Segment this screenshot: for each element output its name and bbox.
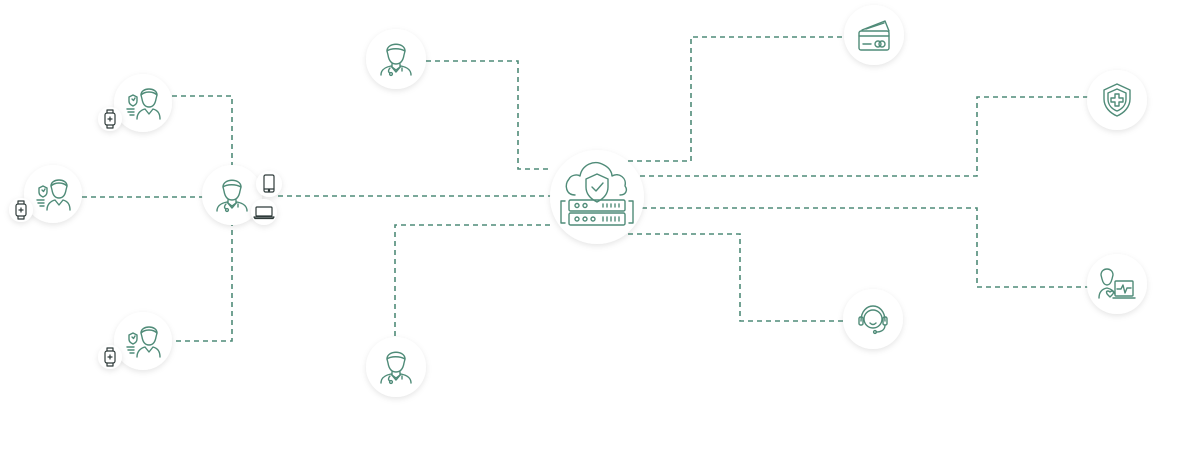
node-phone: [256, 171, 282, 197]
node-insurance: [1087, 70, 1147, 130]
line-hub-to-insurance: [640, 96, 1088, 177]
node-backgrounds: [9, 5, 1147, 397]
line-patient-top-to-doctor: [172, 95, 233, 166]
node-doctor-top: [366, 29, 426, 89]
line-hub-to-monitor: [642, 207, 1088, 288]
health-monitor-icon: [1098, 268, 1136, 299]
shield-plus-icon: [1103, 83, 1131, 117]
node-card: [844, 5, 904, 65]
cloud-shield-server-icon: [560, 161, 634, 226]
line-doctor-top-to-hub: [426, 60, 552, 170]
smartphone-icon: [263, 174, 275, 193]
node-monitor: [1087, 254, 1147, 314]
line-hub-to-card: [628, 36, 845, 162]
credit-card-icon: [858, 20, 890, 51]
line-hub-to-support: [628, 233, 843, 322]
headset-support-icon: [858, 305, 888, 335]
connection-lines: [82, 36, 1088, 342]
line-doctor-bottom-to-hub: [394, 224, 552, 336]
node-doctor-bottom: [366, 337, 426, 397]
node-hub: [550, 150, 644, 244]
node-support: [843, 289, 903, 349]
line-patient-bottom-to-doctor: [176, 222, 233, 342]
laptop-icon: [253, 206, 275, 220]
node-laptop: [251, 199, 277, 225]
